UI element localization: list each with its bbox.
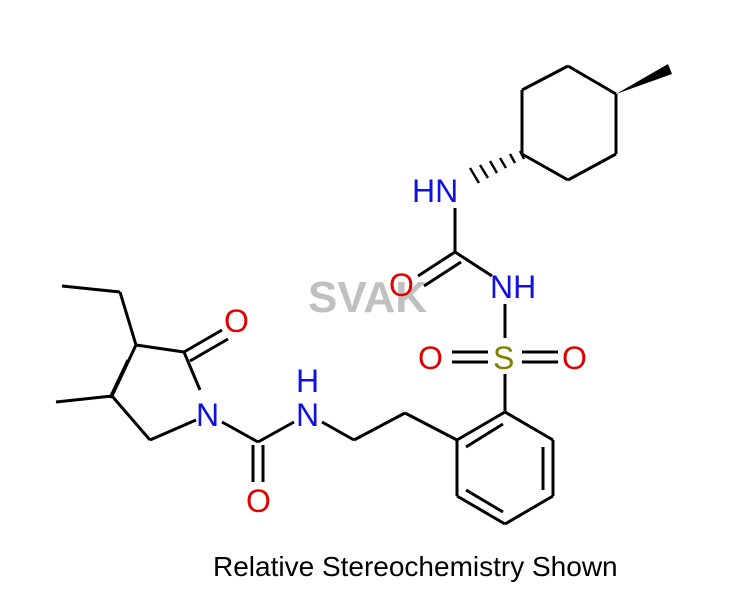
bond-carbonyl-o-b: [423, 260, 462, 288]
bond-nh-carbonyl: [257, 420, 295, 444]
atom-h-amide: H: [296, 363, 319, 399]
atom-o-ring: O: [224, 303, 249, 339]
atom-n-sulfonyl: NH: [490, 269, 536, 305]
hashed-bond: [468, 150, 526, 184]
methyl-wedge-bond: [616, 64, 672, 94]
bond-ch2-ch2: [353, 411, 406, 442]
bond-ethyl-ch2: [118, 291, 138, 346]
atom-o-s-left: O: [418, 340, 443, 376]
cyclohexane-ring: [520, 64, 618, 182]
bond-ethyl-ch3: [61, 284, 121, 294]
bond-benzene-ch2: [404, 411, 458, 442]
atom-n-cyclohexyl: HN: [412, 173, 458, 209]
stereochemistry-caption: Relative Stereochemistry Shown: [213, 551, 618, 582]
atom-n-amide: N: [296, 397, 319, 433]
bond-carbonyl-n-ring: [221, 420, 259, 444]
atom-o-s-right: O: [562, 340, 587, 376]
bond-carbonyl-o-a: [417, 250, 456, 278]
pyrrolinone-ring: [108, 343, 202, 442]
atom-o-urea: O: [389, 267, 414, 303]
bond-methyl: [55, 394, 113, 404]
bond-carbonyl-nh: [454, 250, 493, 278]
bond-ring-carbonyl-b: [189, 337, 229, 363]
atom-o-amide: O: [246, 483, 271, 519]
bond-ring-carbonyl-a: [183, 328, 223, 354]
benzene-ring: [455, 410, 555, 526]
atom-s: S: [493, 340, 514, 376]
watermark-text: SVAK: [308, 273, 427, 322]
bond-ch2-nh: [321, 420, 355, 442]
atom-n-ring: N: [196, 397, 219, 433]
